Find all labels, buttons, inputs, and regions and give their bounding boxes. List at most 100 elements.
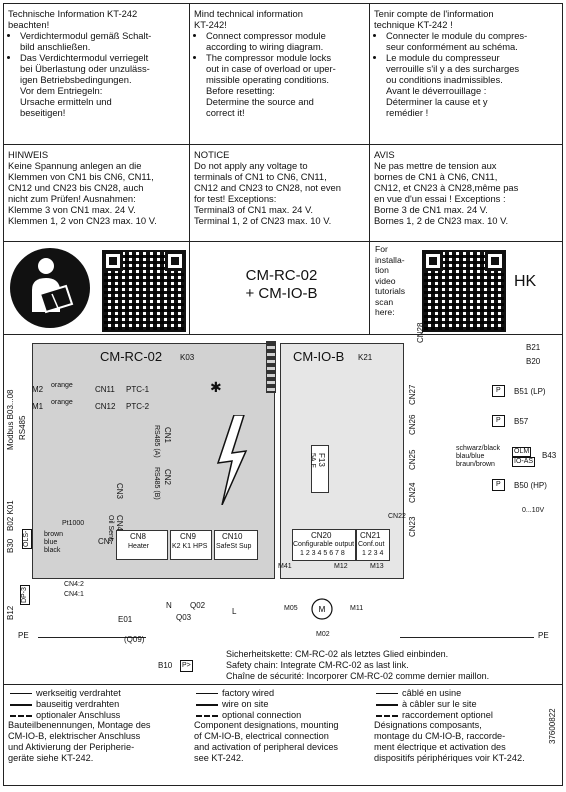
fr-notice-line: Borne 3 de CN1 max. 24 V. (374, 204, 488, 215)
de-notice-heading: HINWEIS (8, 149, 49, 160)
qr-code-icon[interactable] (102, 250, 186, 332)
label-dp3: DP-3 (20, 585, 30, 605)
safety-chain-de: Sicherheitskette: CM-RC-02 als letztes G… (226, 649, 449, 659)
high-voltage-icon (216, 415, 248, 505)
en-notice-line: terminals of CN1 to CN6, CN11, (194, 171, 327, 182)
fuse-rating: 5A.F (309, 453, 316, 468)
legend-de-desc-line: und Aktivierung der Peripherie- (8, 741, 135, 752)
en-bullet-line: The compressor module locks (206, 52, 332, 63)
rc-module-ref: K03 (180, 353, 195, 362)
legend-fr-desc-line: montage du CM-IO-B, raccorde- (374, 731, 506, 742)
sensor-b43: B43 (542, 451, 557, 460)
legend-en-desc-line: of CM-IO-B, electrical connection (194, 731, 329, 742)
de-notice-line: CN12 und CN23 bis CN28, auch (8, 182, 144, 193)
fr-bullet-line: Avant le déverrouillage : (386, 85, 487, 96)
video-note-line: here: (375, 307, 395, 317)
label-0-10v: 0...10V (522, 507, 545, 514)
en-bullet-2: The compressor module locks out in case … (206, 52, 369, 118)
motor-m11: M11 (350, 605, 364, 612)
rc-module-title: CM-RC-02 (100, 349, 163, 364)
fr-bullet-line: Connecter le module du compres- (386, 30, 528, 41)
line-factory-wired (376, 693, 398, 694)
wiring-diagram: CM-RC-02 K03 CM-IO-B K21 ✱ M2 orange M1 … (4, 323, 562, 684)
en-notice-heading: NOTICE (194, 149, 230, 160)
fr-bullet-2: Le module du compresseur verrouille s'il… (386, 52, 560, 118)
en-info-block: Mind technical information KT-242! Conne… (194, 8, 369, 118)
legend-de-item: optionaler Anschluss (36, 709, 121, 720)
legend-fr: câblé en usine à câbler sur le site racc… (374, 688, 544, 764)
fr-notice-line: Ne pas mettre de tension aux (374, 160, 497, 171)
video-note-line: tion (375, 265, 389, 275)
motor-m05: M05 (284, 605, 298, 612)
label-l: L (232, 607, 237, 616)
fr-bullet-line: Déterminer la cause et y (386, 96, 488, 107)
video-note-line: installa- (375, 254, 405, 265)
legend-en-desc-line: and activation of peripheral devices (194, 741, 339, 752)
wire-blue: blue (44, 539, 58, 546)
video-tutorial-note: For installa- tion video tutorials scan … (375, 244, 425, 318)
video-note-line: scan (375, 296, 394, 307)
row-divider-4 (4, 684, 562, 685)
qr-code-video-icon[interactable] (422, 250, 506, 332)
fr-notice-line: bornes de CN1 à CN6, CN11, (374, 171, 498, 182)
fr-bullet-line: Le module du compresseur (386, 52, 500, 63)
sensor-b50: B50 (HP) (514, 481, 547, 490)
connector-cn21-box (356, 529, 390, 561)
connector-cn11: CN11 (95, 385, 115, 394)
connector-cn25: CN25 (408, 449, 417, 470)
pins-cn20: 1 2 3 4 5 6 7 8 (300, 550, 345, 557)
connector-cn20-box (292, 529, 356, 561)
legend-de-item: werkseitig verdrahtet (36, 688, 121, 698)
de-notice-line: Klemmen von CN1 bis CN6, CN11, (8, 171, 154, 182)
connector-cn23: CN23 (408, 516, 417, 537)
connector-cn22: CN22 (388, 513, 406, 520)
legend-en-item: optional connection (222, 709, 302, 720)
de-bullet-line: Ursache ermitteln und (20, 96, 112, 107)
wire-colors: schwarz/black blau/blue braun/brown (456, 445, 500, 468)
de-title: Technische Information KT-242 beachten! (8, 8, 188, 30)
pe-rail-right (400, 637, 534, 638)
legend-en-desc-line: Component designations, mounting (194, 720, 339, 731)
connector-cn3: CN3 (115, 483, 124, 500)
pe-rail-left (38, 637, 146, 638)
label-rs485: RS485 (18, 415, 27, 440)
motor-m13: M13 (370, 563, 384, 570)
legend-en-desc-line: see KT-242. (194, 752, 244, 763)
connector-cn20: CN20 (311, 531, 332, 540)
line-wire-on-site (376, 704, 398, 706)
label-cn4-1: CN4:1 (64, 591, 84, 598)
label-olm: OLM (512, 447, 532, 457)
de-bullet-line: Verdichtermodul gemäß Schalt- (20, 30, 152, 41)
fr-notice-line: en vue d'un essai ! Exceptions : (374, 193, 506, 204)
de-title-line: Technische Information KT-242 (8, 8, 138, 19)
line-factory-wired (196, 693, 218, 694)
de-bullet-2: Das Verdichtermodul verriegelt bei Überl… (20, 52, 188, 118)
fr-info-block: Tenir compte de l'information technique … (374, 8, 560, 118)
fr-bullet-1: Connecter le module du compres- seur con… (386, 30, 560, 52)
label-b12: B12 (6, 605, 15, 620)
video-note-line: For (375, 244, 388, 254)
wire-black: black (44, 547, 61, 554)
legend-fr-item: raccordement optionel (402, 709, 493, 720)
fuse-f13: F13 (317, 453, 326, 467)
video-note-line: video (375, 275, 396, 286)
de-bullet-line: Das Verdichtermodul verriegelt (20, 52, 149, 63)
legend-de-item: bauseitig verdrahten (36, 698, 120, 709)
connector-cn1: CN1 (163, 427, 172, 444)
label-m2: M2 (32, 385, 44, 394)
label-b30: B30 (6, 538, 15, 553)
label-pe-left: PE (18, 631, 29, 640)
de-bullet-1: Verdichtermodul gemäß Schalt- bild ansch… (20, 30, 188, 52)
de-notice-line: Klemmen 1, 2 von CN23 max. 10 V. (8, 215, 157, 226)
label-orange-1: orange (51, 382, 73, 389)
line-factory-wired (10, 693, 32, 694)
label-cn4-2: CN4:2 (64, 581, 84, 588)
de-bullet-line: beseitigen! (20, 107, 66, 118)
connector-cn10-box (214, 530, 258, 560)
motor-m02: M02 (316, 631, 330, 638)
label-b10: B10 (158, 661, 173, 670)
en-bullet-line: according to wiring diagram. (206, 41, 324, 52)
sensor-b51: B51 (LP) (514, 387, 546, 396)
connector-cn8: CN8 (130, 532, 147, 541)
en-bullet-line: missible operating conditions. (206, 74, 329, 85)
